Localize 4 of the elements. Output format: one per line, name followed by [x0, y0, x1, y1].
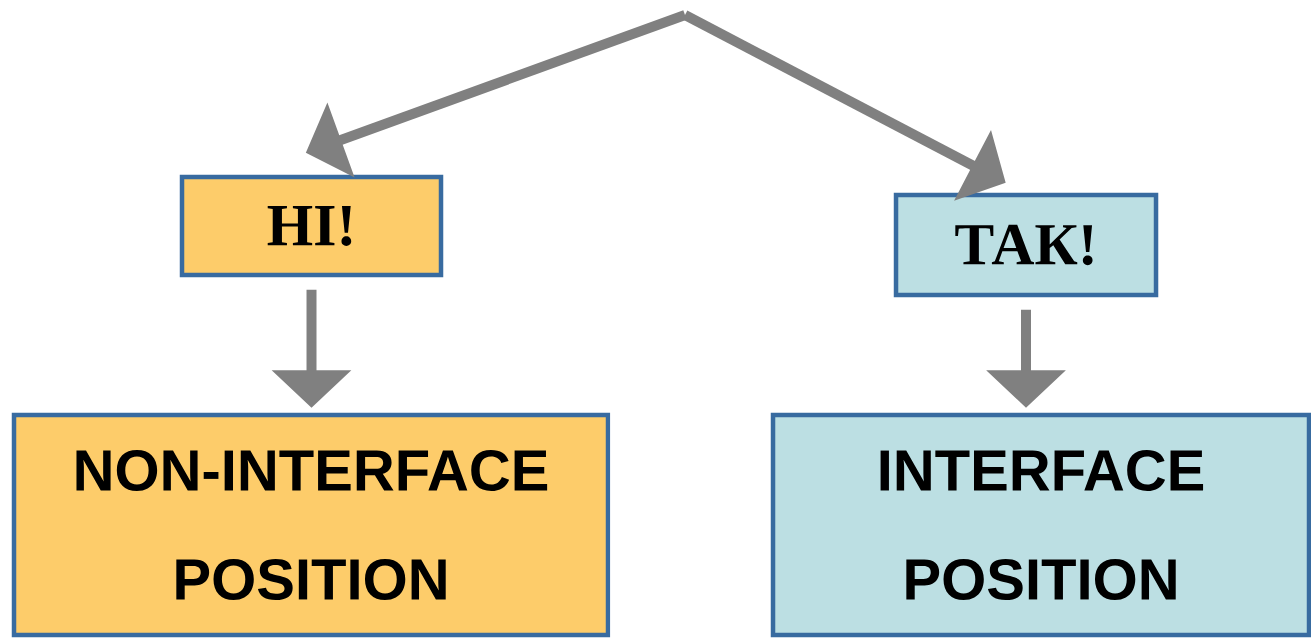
answer-box: ТАК!: [893, 192, 1159, 298]
position-box: INTERFACE POSITION: [770, 412, 1311, 638]
position-box: NON-INTERFACE POSITION: [11, 412, 611, 638]
answer-box: НІ!: [179, 174, 444, 278]
